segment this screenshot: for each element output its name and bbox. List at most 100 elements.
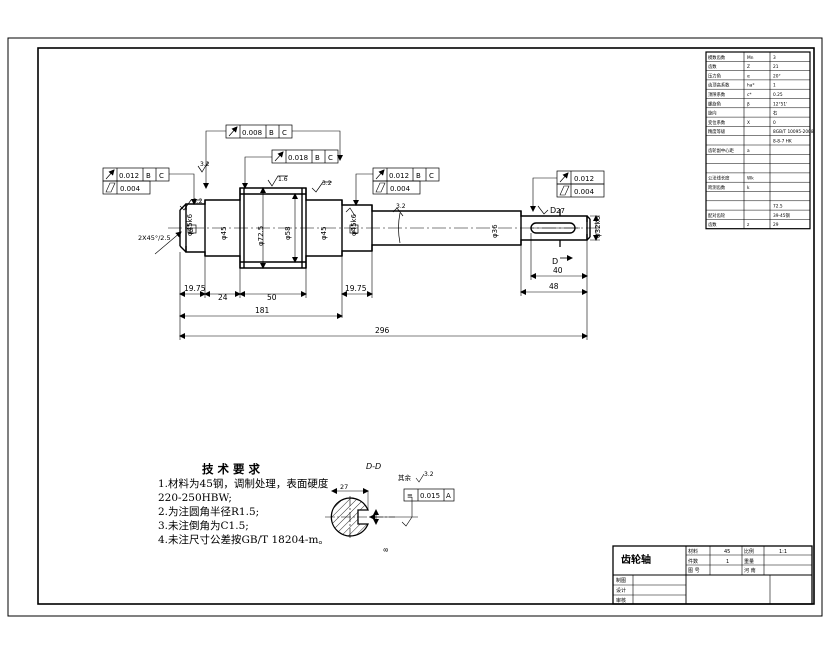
dim-d-root: φ58 bbox=[284, 226, 292, 240]
fcf-end-cyl-value: 0.004 bbox=[574, 188, 595, 196]
gear-table-cell: 螺旋角 bbox=[708, 100, 721, 107]
fcf-top1: 0.008 B C bbox=[203, 124, 343, 189]
gear-table-cell: 12°51' bbox=[773, 101, 787, 107]
break-line bbox=[398, 212, 401, 244]
gear-table-cell: 39-45钢 bbox=[773, 212, 790, 219]
section-marker-bottom: D bbox=[552, 257, 558, 266]
tb-qty-value: 1 bbox=[726, 559, 729, 565]
fcf-right-ref2: C bbox=[429, 172, 434, 180]
gear-table-cell: a bbox=[747, 149, 750, 154]
fcf-top1-value: 0.008 bbox=[242, 129, 262, 137]
fcf-left-ref1: B bbox=[146, 172, 151, 180]
dim-len-24: 24 bbox=[218, 293, 228, 302]
fcf-left-ref2: C bbox=[159, 172, 164, 180]
roughness-shoulder: 3.2 bbox=[322, 180, 332, 187]
tb-qty-label: 件数 bbox=[688, 558, 698, 565]
dim-len-end: 48 bbox=[549, 282, 559, 291]
fcf-left: 0.012 B C 0.004 bbox=[102, 167, 197, 205]
fcf-right-cyl-value: 0.004 bbox=[390, 185, 411, 193]
dim-d-end: φ32k6 bbox=[594, 215, 602, 238]
gear-table-cell: 1 bbox=[773, 83, 776, 89]
diameter-labels: φ45k6 φ45 φ72.5 φ58 φ45 φ45k6 φ36 φ32k6 bbox=[186, 213, 602, 246]
gear-table-cell: 0 bbox=[773, 120, 776, 126]
fcf-top2-ref2: C bbox=[328, 154, 333, 162]
roughness-rest-label: 其余 bbox=[398, 473, 412, 482]
gear-table-cell: c* bbox=[747, 92, 752, 98]
gear-table-cell: 72.5 bbox=[773, 204, 783, 210]
outer-border bbox=[7, 37, 823, 617]
gear-table-cell: 0.25 bbox=[773, 92, 783, 98]
gear-table-cell: 齿轮副中心距 bbox=[708, 147, 734, 154]
section-title: D-D bbox=[366, 462, 381, 471]
tb-drawing-no: 图 号 bbox=[688, 568, 700, 574]
tb-material-value: 45 bbox=[724, 549, 730, 555]
fcf-left-cyl-value: 0.004 bbox=[120, 185, 141, 193]
dim-d-shoulder-left: φ45 bbox=[220, 226, 228, 240]
roughness-section: 3.2 bbox=[424, 471, 434, 478]
fcf-top2: 0.018 B C bbox=[242, 149, 339, 189]
part-name: 齿轮轴 bbox=[621, 553, 651, 566]
fcf-end-runout-value: 0.012 bbox=[574, 175, 594, 183]
datum-c: C bbox=[351, 226, 356, 234]
section-depth-dim: 27 bbox=[340, 483, 348, 491]
dim-chamfer: 2X45°/2.5 bbox=[138, 234, 171, 242]
gear-table-cell: 跨测齿数 bbox=[708, 184, 726, 191]
section-width-dim: 8 bbox=[382, 548, 390, 552]
gear-table-cell: Z bbox=[747, 64, 750, 70]
gear-table-cell: Mn bbox=[747, 55, 754, 61]
dim-len-right-step: 19.75 bbox=[345, 284, 367, 293]
gear-table-cell: 公法线长度 bbox=[708, 175, 730, 182]
fcf-right: 0.012 B C 0.004 bbox=[353, 167, 440, 206]
roughness-symbols bbox=[179, 161, 549, 217]
gear-table-cell: 齿数 bbox=[708, 63, 717, 70]
roughness-gear: 1.6 bbox=[278, 176, 288, 183]
gear-table-cell: 右 bbox=[773, 110, 778, 117]
tech-req-line: 1.材料为45钢，调制处理，表面硬度 bbox=[158, 478, 329, 490]
dim-d-shoulder-right: φ45 bbox=[320, 226, 328, 240]
gear-table-cell: 模数齿数 bbox=[708, 54, 726, 61]
gear-table-cell: 3 bbox=[773, 55, 776, 61]
tb-design: 设计 bbox=[616, 587, 626, 594]
horizontal-dimensions bbox=[179, 233, 588, 340]
tech-req-line: 220-250HBW; bbox=[158, 492, 232, 504]
gear-table-cell: 配对齿轮 bbox=[708, 212, 726, 219]
gear-table-cell: 8-8-7 HK bbox=[773, 139, 792, 145]
gear-table-cell: 8GB/T 10095-2008 bbox=[773, 129, 814, 135]
roughness-top-left: 3.2 bbox=[200, 161, 210, 168]
tb-school: 河 南 bbox=[744, 567, 756, 574]
fcf-right-runout-value: 0.012 bbox=[389, 172, 409, 180]
dim-len-keyway: 40 bbox=[553, 266, 563, 275]
tech-req-line: 3.未注倒角为C1.5; bbox=[158, 520, 249, 532]
dim-len-left-step: 19.75 bbox=[184, 284, 206, 293]
dim-len-296: 296 bbox=[375, 326, 390, 335]
gear-table-cell: 齿顶高系数 bbox=[708, 82, 730, 89]
gear-table-cell: 旋向 bbox=[708, 110, 717, 117]
fcf-section-ref: A bbox=[446, 492, 451, 500]
section-marker-top: D bbox=[550, 206, 556, 215]
technical-requirements-heading: 技 术 要 求 bbox=[202, 462, 261, 476]
fcf-top2-ref1: B bbox=[315, 154, 320, 162]
tb-material-label: 材料 bbox=[688, 548, 698, 555]
dim-d-shaft-mid: φ36 bbox=[491, 224, 499, 238]
gear-table-cell: 21 bbox=[773, 64, 779, 70]
fcf-top1-ref1: B bbox=[269, 129, 274, 137]
tb-drawn: 制图 bbox=[616, 577, 626, 584]
dim-d-gear: φ72.5 bbox=[257, 226, 265, 246]
dim-len-181: 181 bbox=[255, 306, 270, 315]
gear-table-cell: Wk bbox=[747, 176, 754, 182]
gear-table-cell: 齿数 bbox=[708, 221, 717, 228]
gear-table-cell: X bbox=[747, 120, 750, 126]
tb-weight-label: 重量 bbox=[744, 558, 754, 565]
tech-req-line: 2.为注圆角半径R1.5; bbox=[158, 506, 260, 518]
fcf-left-runout-value: 0.012 bbox=[119, 172, 139, 180]
inner-border bbox=[37, 47, 815, 605]
fcf-top2-value: 0.018 bbox=[288, 154, 308, 162]
gear-table-cell: α bbox=[747, 74, 750, 79]
roughness-shaft: 3.2 bbox=[396, 203, 406, 210]
fcf-end: 0.012 0.004 bbox=[530, 170, 605, 212]
gear-table-cell: 顶隙系数 bbox=[708, 91, 726, 98]
section-view: D-D 27 8 ≡ 0.015 A 其余 3.2 bbox=[325, 462, 455, 552]
fcf-section-value: 0.015 bbox=[420, 492, 440, 500]
title-block bbox=[612, 545, 813, 605]
gear-table-cell: β bbox=[747, 101, 750, 107]
